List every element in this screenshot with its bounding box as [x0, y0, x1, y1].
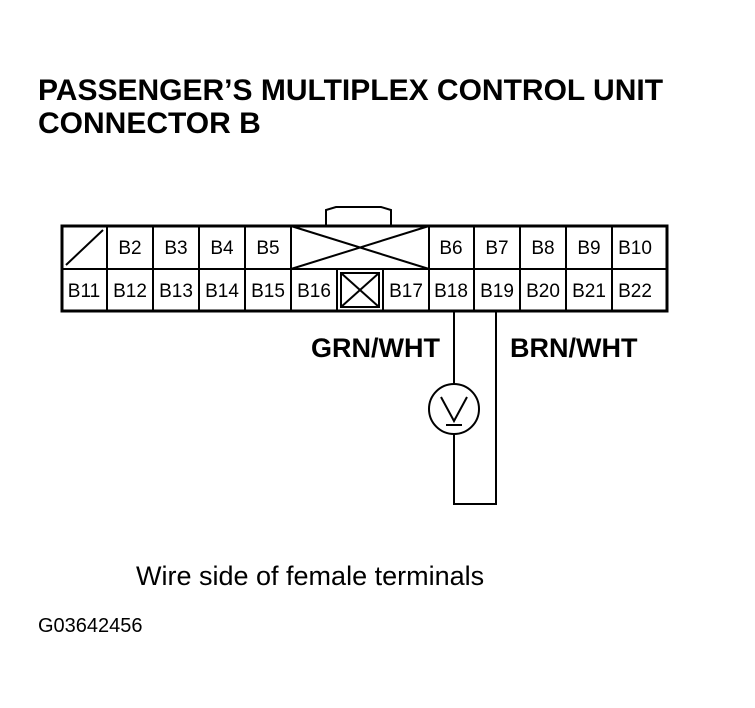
- diagram-title-line2: CONNECTOR B: [38, 107, 261, 140]
- terminal-label: B3: [164, 238, 187, 259]
- diagram-title-line1: PASSENGER’S MULTIPLEX CONTROL UNIT: [38, 74, 663, 107]
- terminal-label: B13: [159, 281, 193, 302]
- terminal-label: B10: [618, 238, 652, 259]
- terminal-label: B17: [389, 281, 423, 302]
- empty-terminal-slash: [65, 229, 104, 266]
- terminal-label: B6: [439, 238, 462, 259]
- voltmeter-icon: [428, 383, 480, 435]
- terminal-label-b19: B19: [480, 281, 514, 302]
- terminal-label: B16: [297, 281, 331, 302]
- terminal-label: B22: [618, 281, 652, 302]
- terminal-label: B2: [118, 238, 141, 259]
- terminal-label: B9: [577, 238, 600, 259]
- terminal-label: B11: [68, 281, 100, 302]
- terminal-label: B4: [210, 238, 234, 259]
- terminal-label: B20: [526, 281, 560, 302]
- terminal-label: B5: [256, 238, 279, 259]
- terminal-label: B7: [485, 238, 508, 259]
- terminal-label: B8: [531, 238, 554, 259]
- probe-wire-grn-wht-return: [453, 311, 497, 505]
- wire-label-grn-wht: GRN/WHT: [311, 333, 440, 363]
- diagram-caption: Wire side of female terminals: [136, 561, 484, 591]
- terminal-label-b18: B18: [434, 281, 468, 302]
- connector-latch: [325, 206, 392, 226]
- figure-id: G03642456: [38, 615, 143, 637]
- terminal-label: B15: [251, 281, 285, 302]
- blank-terminal-box: [340, 272, 380, 308]
- bottom-row-dividers: [106, 269, 613, 311]
- terminal-label: B14: [205, 281, 239, 302]
- blank-terminals-cross: [290, 225, 430, 270]
- top-row-dividers: [106, 226, 613, 269]
- wire-label-brn-wht: BRN/WHT: [510, 333, 638, 363]
- terminal-label: B12: [113, 281, 147, 302]
- terminal-label: B21: [572, 281, 606, 302]
